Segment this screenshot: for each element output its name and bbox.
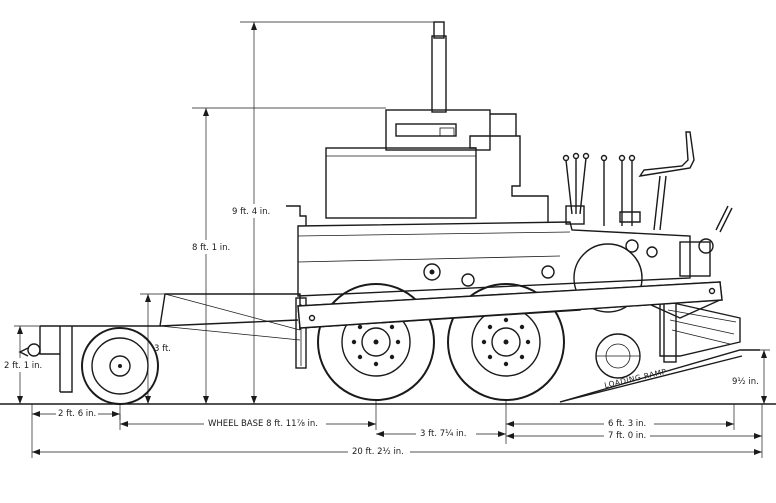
wheel-base-label: WHEEL BASE 8 ft. 11⅞ in. [208, 419, 318, 429]
operator-controls [562, 131, 733, 277]
feed-drum [423, 243, 643, 313]
screed-assembly [659, 299, 741, 363]
machine-body [286, 21, 691, 297]
dim-trailer-height: 3 ft. [140, 293, 171, 404]
body-height-label: 8 ft. 1 in. [192, 243, 230, 253]
rear-to-screed-label: 6 ft. 3 in. [608, 419, 646, 429]
dim-rear-to-ramp: 7 ft. 0 in. [506, 404, 763, 444]
dim-rear-to-screed: 6 ft. 3 in. [506, 404, 735, 430]
dim-hitch-height: 2 ft. 1 in. [2, 325, 42, 404]
chassis-beam-front [297, 281, 723, 329]
dim-overall-height: 9 ft. 4 in. [228, 21, 436, 404]
dim-wheel-base: WHEEL BASE 8 ft. 11⅞ in. [119, 400, 377, 430]
dim-axle-spacing: 3 ft. 7¼ in. [376, 400, 507, 444]
rear-roller [595, 333, 641, 379]
trailer-frame [18, 293, 301, 393]
rear-to-ramp-label: 7 ft. 0 in. [608, 431, 646, 441]
ramp-height-label: 9½ in. [732, 377, 759, 387]
trailer-height-label: 3 ft. [154, 344, 171, 354]
hitch-to-wheel-label: 2 ft. 6 in. [58, 409, 96, 419]
dim-body-height: 8 ft. 1 in. [188, 107, 386, 404]
dim-hitch-to-wheel: 2 ft. 6 in. [31, 404, 121, 420]
overall-height-label: 9 ft. 4 in. [232, 207, 270, 217]
control-levers [562, 152, 636, 226]
loading-ramp: LOADING RAMP [559, 349, 760, 403]
dim-ramp-height: 9½ in. [732, 349, 770, 404]
hitch-eye-icon [27, 343, 41, 357]
axle-spacing-label: 3 ft. 7¼ in. [420, 429, 467, 439]
dim-overall-length: 20 ft. 2½ in. [31, 420, 763, 458]
operator-seat-icon [619, 131, 695, 231]
overall-length-label: 20 ft. 2½ in. [352, 447, 404, 457]
trailer-wheel [81, 327, 159, 405]
hitch-height-label: 2 ft. 1 in. [4, 361, 42, 371]
